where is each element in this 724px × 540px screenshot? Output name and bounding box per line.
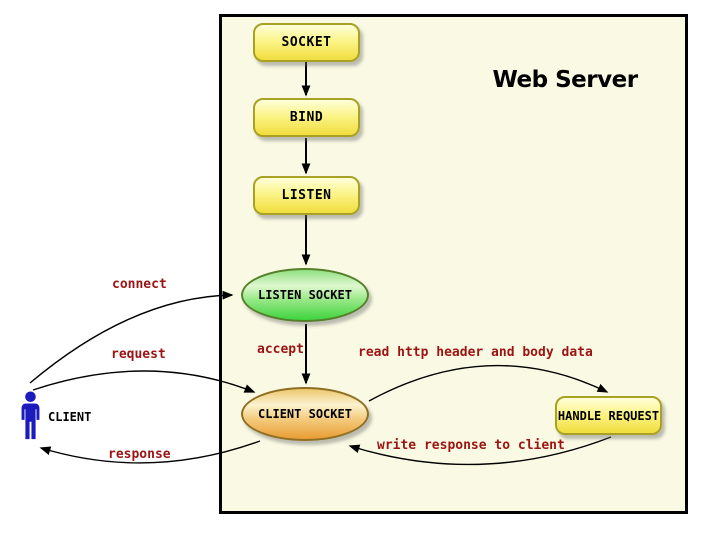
edge-label-write-response: write response to client: [377, 438, 565, 453]
node-bind-label: BIND: [289, 110, 324, 125]
edge-label-response: response: [108, 447, 171, 462]
client-label: CLIENT: [48, 410, 92, 424]
node-client-socket: CLIENT SOCKET: [241, 387, 369, 441]
arrow-connect: [29, 290, 234, 384]
edge-label-accept: accept: [257, 342, 304, 357]
node-handle-request: HANDLE REQUEST: [555, 396, 662, 435]
node-bind: BIND: [253, 98, 360, 137]
node-listen-socket: LISTEN SOCKET: [241, 268, 369, 322]
node-listen: LISTEN: [253, 176, 360, 215]
edge-label-connect: connect: [112, 277, 167, 292]
node-client-socket-label: CLIENT SOCKET: [258, 407, 352, 421]
client-person-icon: [21, 391, 40, 440]
node-socket: SOCKET: [253, 23, 360, 62]
node-listen-label: LISTEN: [281, 188, 332, 203]
node-listen-socket-label: LISTEN SOCKET: [258, 288, 352, 302]
client-figure: [18, 390, 43, 442]
edge-label-read-http: read http header and body data: [358, 345, 593, 360]
diagram-title: Web Server: [492, 67, 638, 93]
node-handle-request-label: HANDLE REQUEST: [557, 408, 660, 423]
edge-label-request: request: [111, 347, 166, 362]
node-socket-label: SOCKET: [281, 35, 332, 50]
